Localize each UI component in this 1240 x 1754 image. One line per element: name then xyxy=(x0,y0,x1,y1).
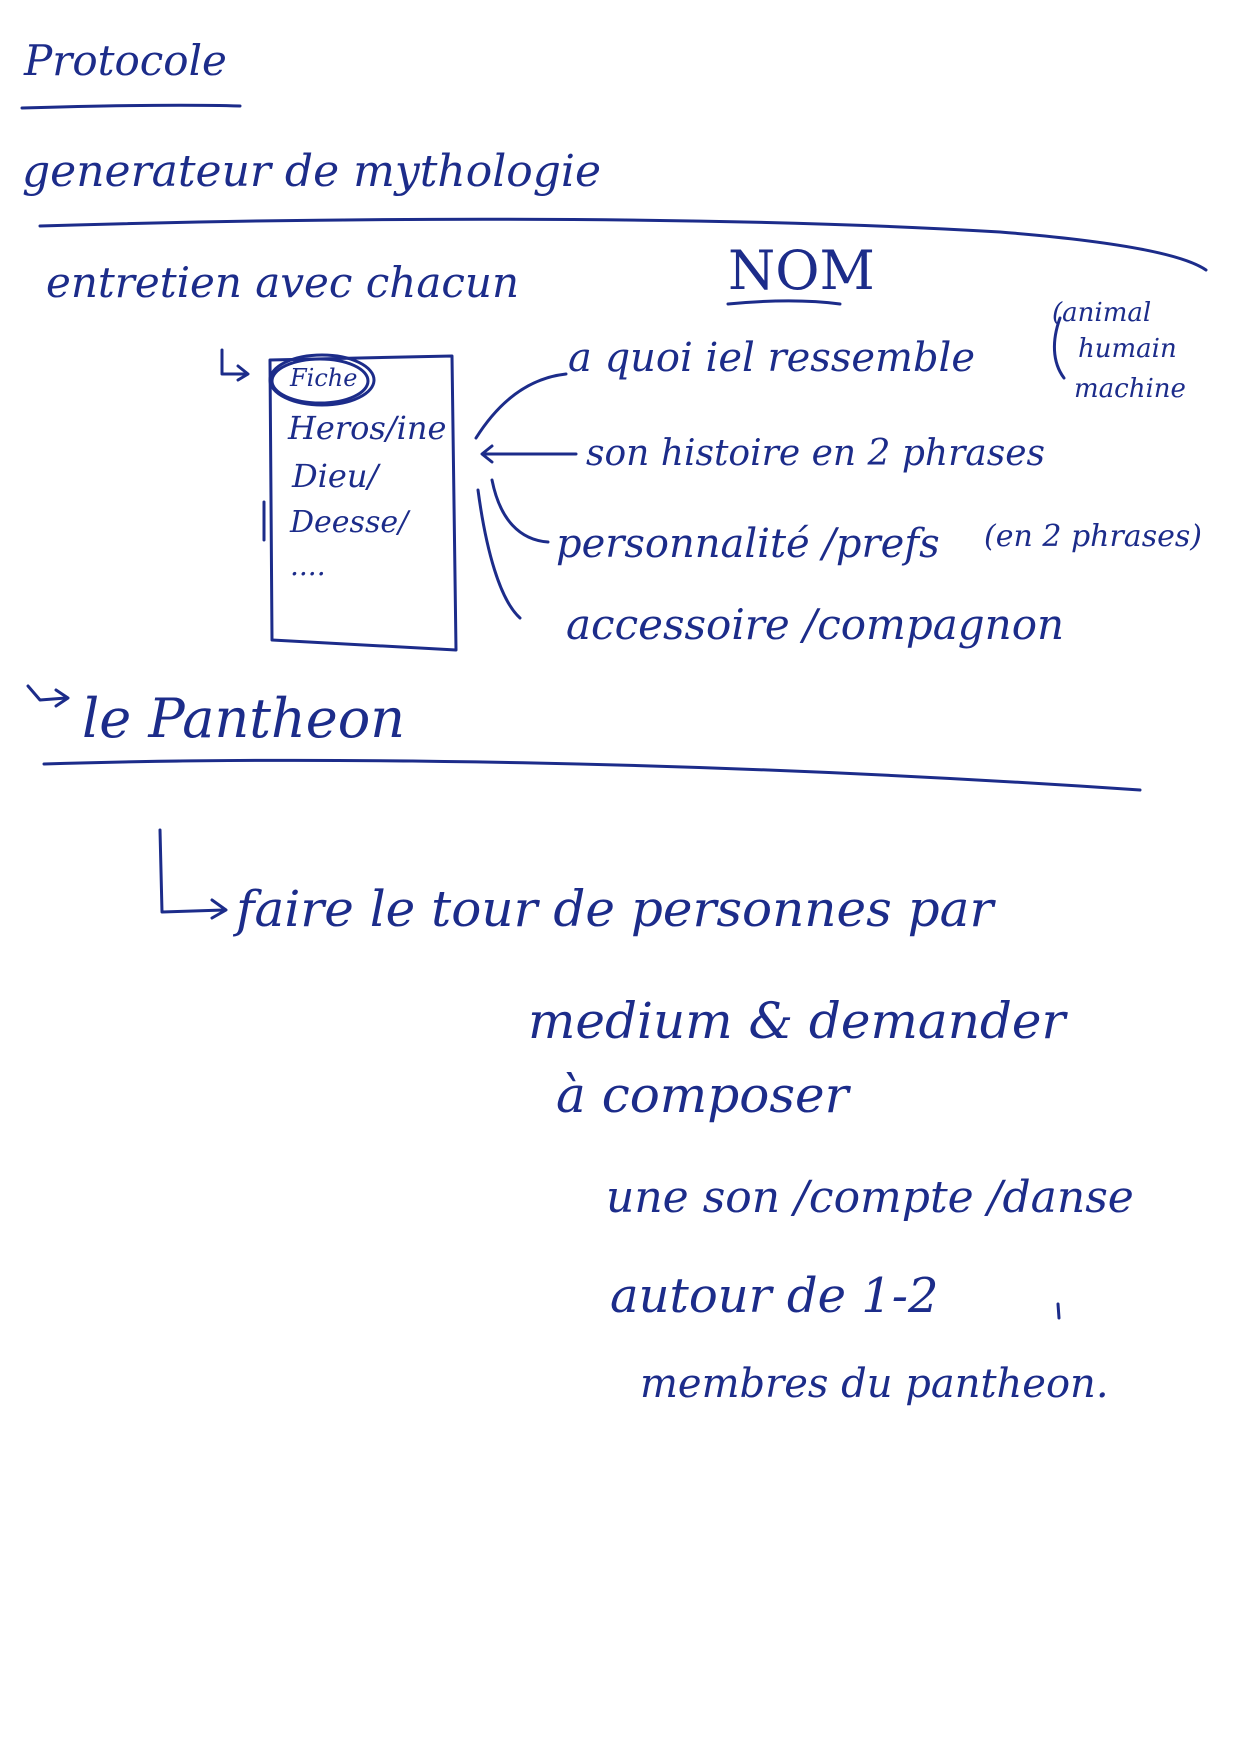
branch-4 xyxy=(476,488,522,620)
branch-1 xyxy=(474,372,568,440)
branch-4-text: accessoire /compagnon xyxy=(566,600,1065,649)
branch-1-option-1: (animal xyxy=(1052,298,1152,328)
fiche-card-outline xyxy=(268,354,458,652)
card-line-1: Heros/ine xyxy=(288,409,447,447)
pantheon-rule xyxy=(42,758,1142,792)
tour-line-3: à composer xyxy=(556,1066,849,1124)
branch-3-note: (en 2 phrases) xyxy=(984,519,1202,554)
pantheon-arrow xyxy=(26,684,68,702)
pantheon-heading: le Pantheon xyxy=(82,687,405,750)
tour-line-1: faire le tour de personnes par xyxy=(236,880,994,938)
tour-line-5: autour de 1-2 xyxy=(610,1268,939,1324)
branch-3 xyxy=(490,478,550,544)
card-arrow-hook xyxy=(220,348,248,376)
branch-1-option-2: humain xyxy=(1078,334,1177,364)
branch-1-text: a quoi iel ressemble xyxy=(568,335,976,381)
branch-1-option-3: machine xyxy=(1074,374,1186,404)
tour-arrow-head xyxy=(210,898,228,920)
tour-line-2: medium & demander xyxy=(528,992,1066,1050)
card-arrow-head xyxy=(236,364,250,382)
stray-mark xyxy=(1056,1302,1061,1320)
title-underline xyxy=(20,103,242,110)
card-label: Fiche xyxy=(290,364,358,392)
tour-line-6: membres du pantheon. xyxy=(640,1361,1109,1407)
tour-line-4: une son /compte /danse xyxy=(606,1172,1134,1223)
interview-line: entretien avec chacun xyxy=(46,258,520,307)
card-line-4: .... xyxy=(290,549,326,582)
branch-2-text: son histoire en 2 phrases xyxy=(586,433,1045,474)
note-title: Protocole xyxy=(24,36,227,85)
branch-3-text: personnalité /prefs xyxy=(556,521,940,567)
pantheon-arrow-head xyxy=(54,688,70,708)
name-heading: NOM xyxy=(728,239,875,302)
note-subtitle: generateur de mythologie xyxy=(22,146,602,197)
tour-arrow xyxy=(158,828,226,914)
card-line-2: Dieu/ xyxy=(292,457,379,495)
branch-2-head xyxy=(480,444,494,464)
card-line-3: Deesse/ xyxy=(290,505,409,540)
